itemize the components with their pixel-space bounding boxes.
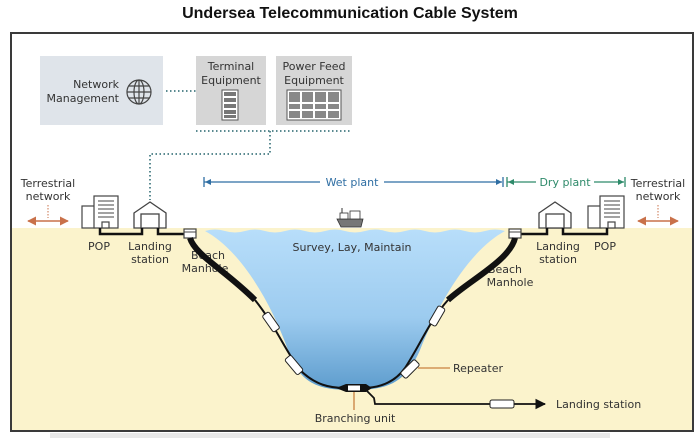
- network-management-label-2: Management: [47, 92, 120, 105]
- wet-plant-span: Wet plant: [203, 176, 504, 189]
- left-landing-to-manhole-cable: [156, 228, 184, 236]
- wet-plant-label: Wet plant: [326, 176, 380, 189]
- left-landing-label-2: station: [131, 253, 169, 266]
- footer-strip: [50, 433, 610, 438]
- right-beach-manhole-icon: [508, 228, 522, 239]
- power-feed-label-2: Equipment: [284, 74, 344, 87]
- cable-ship-icon: [336, 208, 364, 228]
- left-terrestrial-network: Terrestrial network: [20, 177, 75, 226]
- left-beach-manhole-icon: [183, 228, 197, 239]
- globe-icon: [126, 79, 152, 105]
- diagram-title: Undersea Telecommunication Cable System: [182, 5, 518, 22]
- repeater-icon: [428, 305, 446, 327]
- repeater-icon: [489, 399, 515, 409]
- right-terrestrial-label-1: Terrestrial: [630, 177, 685, 190]
- left-armored-cable: [187, 236, 258, 303]
- branching-unit-label: Branching unit: [315, 412, 396, 425]
- right-armored-cable: [445, 236, 518, 303]
- branch-cable: [365, 389, 547, 410]
- left-pop-to-landing-cable: [98, 228, 144, 236]
- right-landing-to-pop-cable: [561, 228, 609, 236]
- repeater-icon: [284, 355, 304, 375]
- power-feed-label-1: Power Feed: [283, 60, 346, 73]
- right-terrestrial-label-2: network: [636, 190, 681, 203]
- server-rack-icon: [221, 89, 239, 121]
- dry-plant-label: Dry plant: [539, 176, 591, 189]
- left-landing-label-1: Landing: [128, 240, 172, 253]
- equipment-to-landing-link-drop: [149, 131, 271, 200]
- left-pop-label: POP: [88, 240, 110, 253]
- right-beach-label-2: Manhole: [487, 276, 534, 289]
- network-management-label-1: Network: [73, 78, 120, 91]
- terminal-equipment-box: Terminal Equipment: [196, 56, 266, 125]
- right-pop-label: POP: [594, 240, 616, 253]
- network-management-box: Network Management: [40, 56, 163, 125]
- repeater-icon: [400, 359, 420, 379]
- dry-plant-span: Dry plant: [506, 176, 626, 189]
- power-feed-equipment-box: Power Feed Equipment: [276, 56, 352, 125]
- terminal-equipment-label-2: Equipment: [201, 74, 261, 87]
- left-landing-station-icon: [133, 201, 167, 229]
- left-terrestrial-label-2: network: [26, 190, 71, 203]
- right-manhole-to-landing-cable: [521, 228, 549, 236]
- right-landing-station-icon: [538, 201, 572, 229]
- right-landing-label-2: station: [539, 253, 577, 266]
- right-terrestrial-network: Terrestrial network: [630, 177, 685, 226]
- power-cabinet-icon: [286, 89, 342, 121]
- right-pop-building-icon: [587, 195, 625, 229]
- left-pop-building-icon: [81, 195, 119, 229]
- terminal-equipment-label-1: Terminal: [207, 60, 255, 73]
- repeater-label: Repeater: [453, 362, 503, 375]
- ship-caption: Survey, Lay, Maintain: [293, 241, 412, 254]
- branch-landing-station-label: Landing station: [556, 398, 641, 411]
- repeater-icon: [262, 311, 280, 333]
- left-terrestrial-label-1: Terrestrial: [20, 177, 75, 190]
- sea-water: [205, 229, 505, 390]
- branching-unit-icon: [336, 384, 372, 392]
- right-landing-label-1: Landing: [536, 240, 580, 253]
